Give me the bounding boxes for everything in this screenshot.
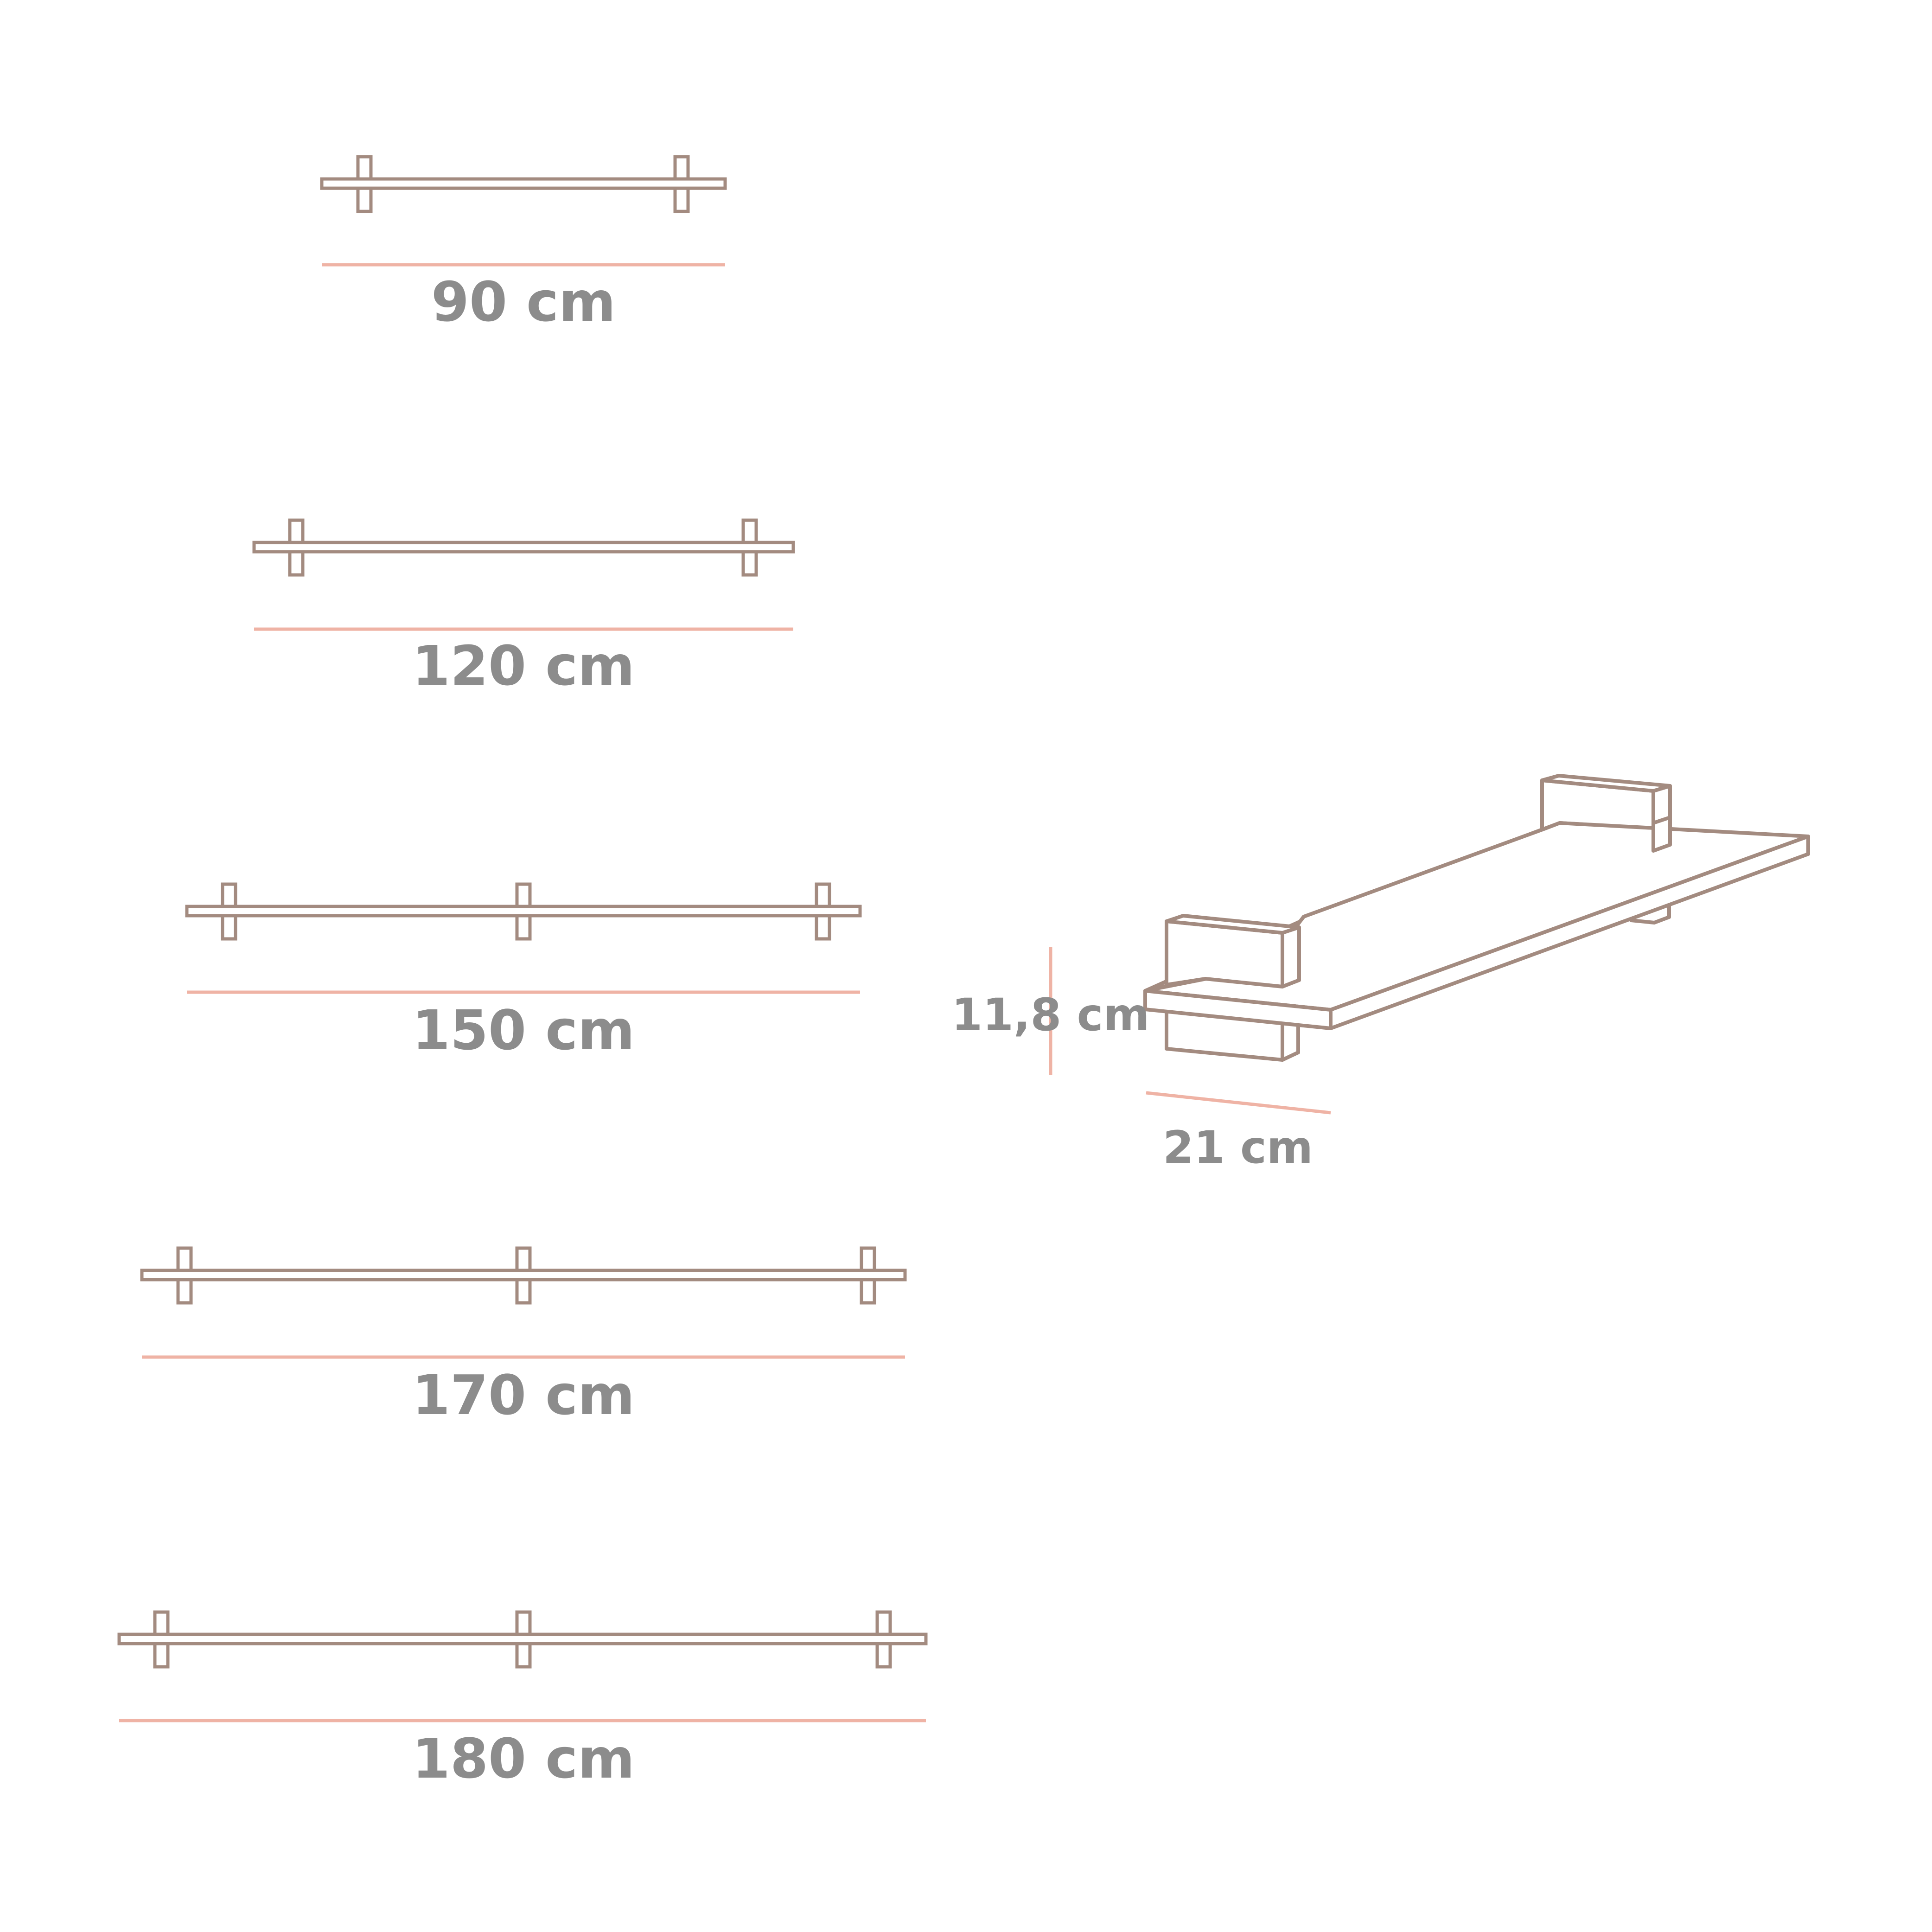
depth-label: 21 cm — [1163, 1122, 1313, 1173]
shelf-170cm: 170 cm — [140, 1246, 907, 1427]
shelf-150cm-board — [185, 905, 862, 918]
shelf-150cm-label: 150 cm — [412, 998, 635, 1062]
shelf-board-side-edge — [1329, 835, 1810, 1030]
shelf-perspective-view: 11,8 cm 21 cm — [951, 774, 1810, 1173]
shelf-90cm: 90 cm — [320, 155, 727, 334]
shelf-board — [1143, 821, 1810, 1030]
shelf-150cm: 150 cm — [185, 882, 862, 1062]
front-bracket-upper — [1165, 914, 1301, 988]
shelf-120cm: 120 cm — [252, 518, 795, 698]
shelf-180cm: 180 cm — [117, 1610, 928, 1791]
shelf-90cm-label: 90 cm — [431, 270, 616, 334]
shelf-170cm-label: 170 cm — [412, 1363, 635, 1427]
shelf-90cm-board — [320, 177, 727, 190]
shelf-180cm-label: 180 cm — [412, 1727, 635, 1791]
depth-dimension-line — [1146, 1091, 1331, 1115]
height-label: 11,8 cm — [951, 989, 1149, 1041]
shelf-120cm-label: 120 cm — [412, 634, 635, 698]
shelf-120cm-board — [252, 541, 795, 554]
shelf-180cm-board — [117, 1632, 928, 1645]
shelf-170cm-board — [140, 1269, 907, 1282]
